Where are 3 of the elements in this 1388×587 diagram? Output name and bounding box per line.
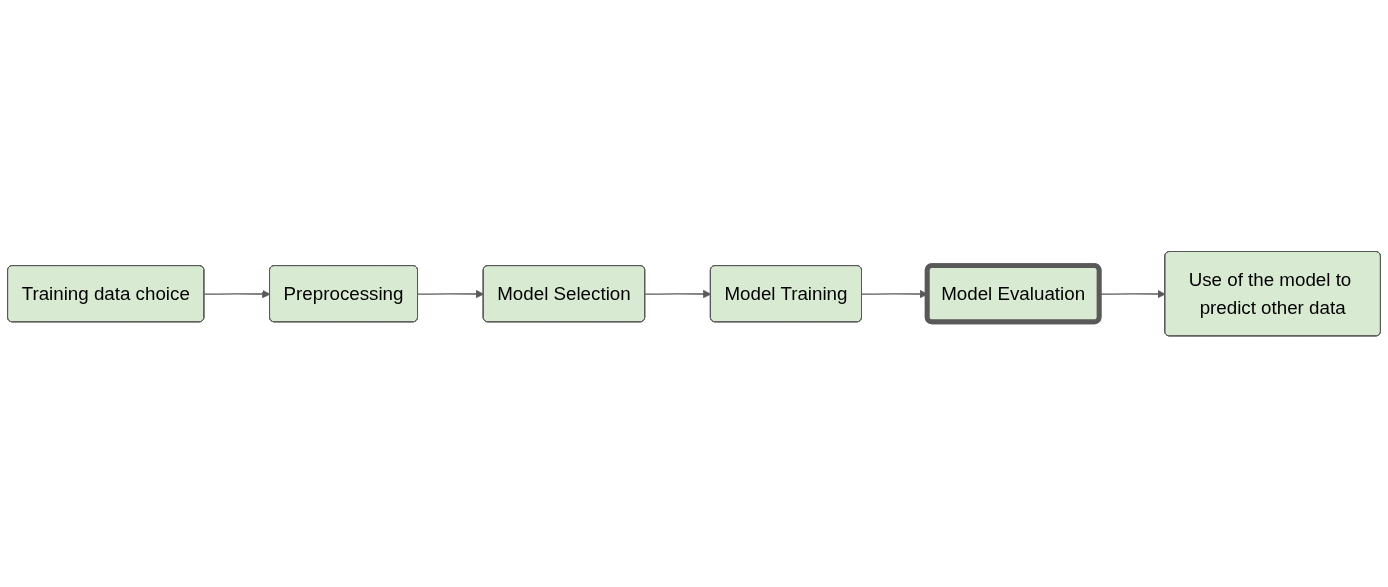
arrow: [417, 289, 484, 298]
arrow: [203, 289, 271, 298]
arrow: [644, 289, 712, 298]
